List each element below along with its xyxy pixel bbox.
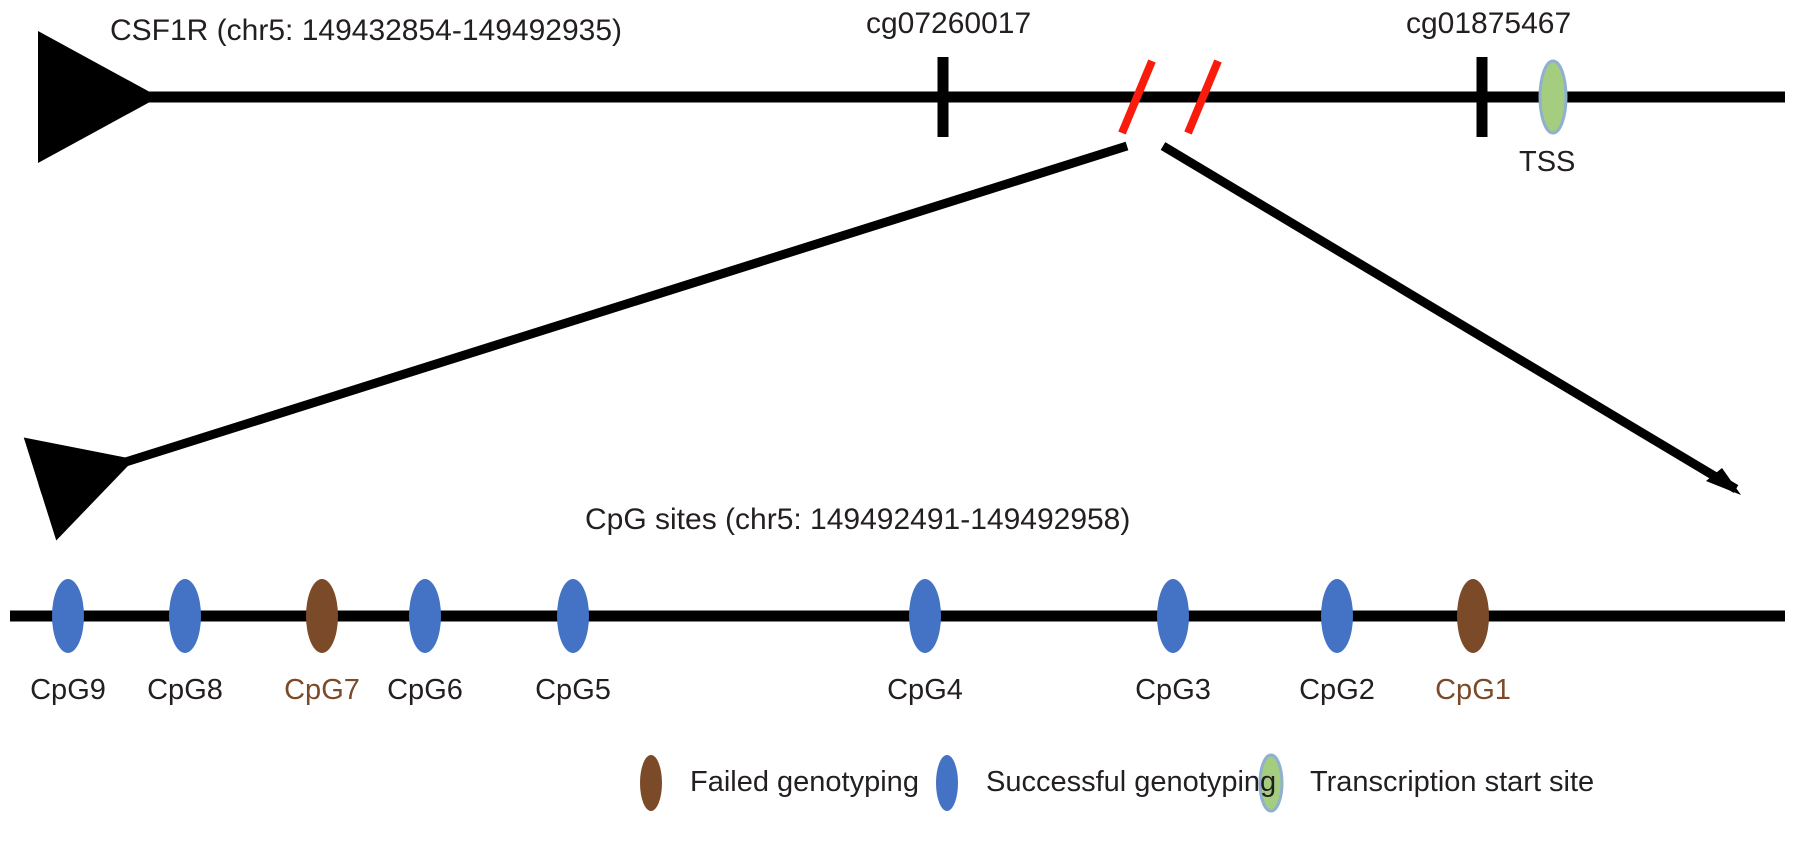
connector-arrow-left xyxy=(23,141,1129,541)
probe-label-cg01875467: cg01875467 xyxy=(1406,7,1572,40)
cpg-marker-cpg1 xyxy=(1457,579,1489,653)
cpg-track-title: CpG sites (chr5: 149492491-149492958) xyxy=(585,503,1131,536)
connector-arrow-right xyxy=(1160,142,1739,493)
legend-marker-failed xyxy=(640,755,662,811)
cpg-marker-cpg4 xyxy=(909,579,941,653)
cpg-label-cpg2: CpG2 xyxy=(1299,674,1375,706)
cpg-marker-cpg7 xyxy=(306,579,338,653)
cpg-marker-cpg5 xyxy=(557,579,589,653)
gene-track-title: CSF1R (chr5: 149432854-149492935) xyxy=(110,14,623,47)
cpg-marker-cpg3 xyxy=(1157,579,1189,653)
legend-label-successful-genotyping: Successful genotyping xyxy=(986,766,1277,798)
legend-label-transcription-start-site: Transcription start site xyxy=(1310,766,1595,798)
cpg-label-cpg7: CpG7 xyxy=(284,674,360,706)
break-mark-left xyxy=(1118,59,1156,135)
tss-marker xyxy=(1538,59,1568,135)
cpg-marker-cpg8 xyxy=(169,579,201,653)
cpg-label-cpg1: CpG1 xyxy=(1435,674,1511,706)
cpg-label-cpg8: CpG8 xyxy=(147,674,223,706)
legend-markers-group xyxy=(640,753,1284,813)
cpg-label-cpg3: CpG3 xyxy=(1135,674,1211,706)
cpg-label-cpg4: CpG4 xyxy=(887,674,963,706)
legend-marker-tss xyxy=(1258,753,1284,813)
cpg-marker-cpg6 xyxy=(409,579,441,653)
zoom-connector-group xyxy=(23,141,1741,541)
legend-marker-success xyxy=(936,755,958,811)
probe-label-cg07260017: cg07260017 xyxy=(866,7,1032,40)
connector-arrow-right-head xyxy=(1706,468,1741,495)
cpg-axis-group xyxy=(10,579,1785,653)
cpg-label-cpg5: CpG5 xyxy=(535,674,611,706)
cpg-marker-cpg2 xyxy=(1321,579,1353,653)
cpg-label-cpg9: CpG9 xyxy=(30,674,106,706)
cpg-label-cpg6: CpG6 xyxy=(387,674,463,706)
legend-label-failed-genotyping: Failed genotyping xyxy=(690,766,919,798)
gene-axis-group xyxy=(37,31,1785,164)
cpg-marker-cpg9 xyxy=(52,579,84,653)
break-mark-right xyxy=(1184,59,1222,135)
tss-label: TSS xyxy=(1519,146,1576,178)
